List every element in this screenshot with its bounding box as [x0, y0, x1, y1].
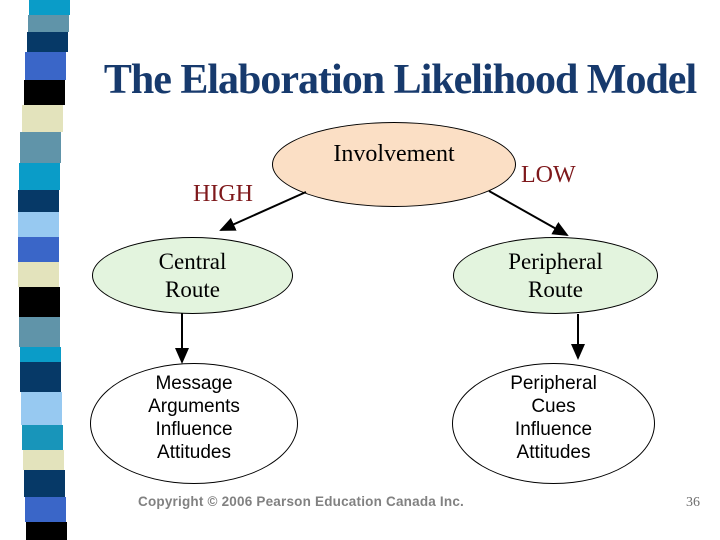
- decoration-block: [24, 470, 65, 497]
- node-involvement-label: Involvement: [333, 141, 455, 167]
- decoration-block: [27, 32, 68, 52]
- node-message-arguments: Message Arguments Influence Attitudes: [90, 363, 298, 484]
- left-border-decoration: [0, 0, 80, 540]
- page-number: 36: [686, 495, 700, 510]
- slide-title: The Elaboration Likelihood Model: [103, 57, 697, 103]
- node-message-arguments-label: Message Arguments Influence Attitudes: [148, 372, 240, 463]
- decoration-block: [26, 522, 67, 540]
- decoration-block: [25, 497, 66, 522]
- low-label: LOW: [521, 162, 576, 188]
- node-involvement: Involvement: [272, 122, 516, 207]
- decoration-block: [28, 15, 69, 32]
- decoration-block: [18, 190, 59, 212]
- decoration-block: [18, 237, 59, 262]
- decoration-block: [20, 347, 61, 362]
- decoration-block: [19, 163, 60, 190]
- decoration-block: [20, 362, 61, 392]
- decoration-block: [20, 132, 61, 163]
- decoration-block: [23, 450, 64, 470]
- decoration-block: [29, 0, 70, 15]
- node-peripheral-cues-label: Peripheral Cues Influence Attitudes: [510, 372, 597, 463]
- node-central-route-label: Central Route: [158, 248, 227, 302]
- decoration-block: [21, 392, 62, 425]
- copyright-text: Copyright © 2006 Pearson Education Canad…: [138, 494, 464, 509]
- node-peripheral-route: Peripheral Route: [453, 237, 658, 314]
- decoration-block: [25, 52, 66, 80]
- node-peripheral-route-label: Peripheral Route: [508, 248, 603, 302]
- decoration-block: [18, 212, 59, 237]
- decoration-block: [19, 317, 60, 347]
- node-peripheral-cues: Peripheral Cues Influence Attitudes: [452, 363, 655, 484]
- decoration-block: [19, 287, 60, 317]
- decoration-block: [22, 425, 63, 450]
- arrow-low-to-peripheral: [488, 190, 569, 236]
- decoration-block: [24, 80, 65, 105]
- decoration-block: [18, 262, 59, 287]
- high-label: HIGH: [193, 181, 253, 207]
- decoration-block: [22, 105, 63, 132]
- node-central-route: Central Route: [92, 237, 293, 314]
